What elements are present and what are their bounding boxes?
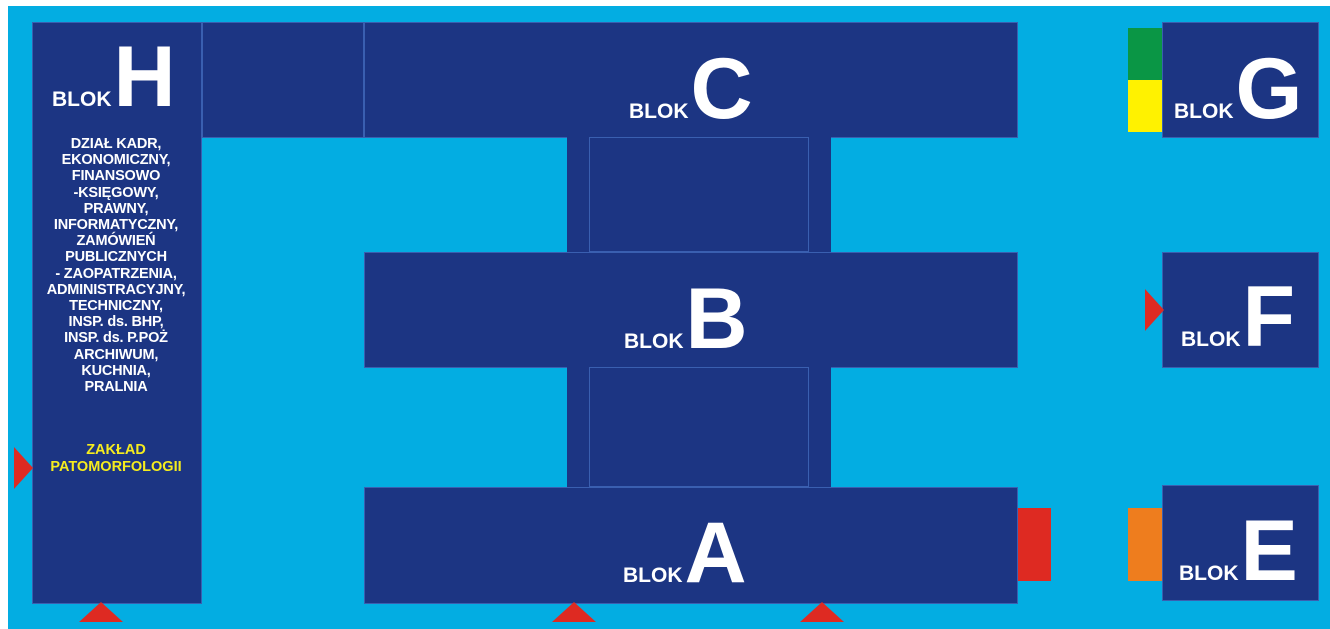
block-f-label: BLOK F: [1181, 269, 1296, 365]
entrance-arrow-bottom-h: [79, 602, 123, 622]
green-marker: [1128, 28, 1162, 80]
department-item: PUBLICZNYCH: [65, 249, 167, 266]
department-item: - ZAOPATRZENIA,: [55, 265, 177, 282]
entrance-arrow-block-h: [14, 447, 33, 489]
block-b[interactable]: [364, 252, 1018, 368]
block-a[interactable]: [364, 487, 1018, 604]
block-h-label: BLOK H: [52, 29, 176, 125]
connector-c-b-right: [809, 137, 831, 252]
block-e-label: BLOK E: [1179, 503, 1298, 599]
block-a-prefix: BLOK: [623, 564, 683, 587]
block-c-prefix: BLOK: [629, 100, 689, 123]
block-c-letter: C: [690, 41, 753, 137]
department-item: EKONOMICZNY,: [61, 152, 171, 169]
orange-marker: [1128, 508, 1162, 581]
courtyard-wing-b-a: [589, 367, 809, 487]
block-g[interactable]: [1162, 22, 1319, 138]
entrance-arrow-bottom-a-left: [552, 602, 596, 622]
block-g-label: BLOK G: [1174, 41, 1303, 137]
highlight-line: ZAKŁAD: [86, 442, 146, 458]
block-h-pathomorphology-label: ZAKŁAD PATOMORFOLOGII: [32, 442, 200, 476]
department-item: -KSIĘGOWY,: [73, 184, 159, 201]
department-item: TECHNICZNY,: [69, 298, 163, 315]
department-item: ARCHIWUM,: [73, 346, 159, 363]
block-h[interactable]: [32, 22, 202, 604]
department-item: ADMINISTRACYJNY,: [46, 281, 186, 298]
block-a-letter: A: [684, 505, 747, 601]
red-marker: [1018, 508, 1051, 581]
block-h-department-list: DZIAŁ KADR, EKONOMICZNY, FINANSOWO -KSIĘ…: [32, 136, 200, 395]
block-e-letter: E: [1240, 503, 1298, 599]
department-item: FINANSOWO: [71, 168, 161, 185]
block-e-prefix: BLOK: [1179, 562, 1239, 585]
department-item: ZAMÓWIEŃ: [76, 233, 156, 250]
block-f-letter: F: [1242, 269, 1296, 365]
connector-c-b-left: [567, 137, 589, 252]
department-item: KUCHNIA,: [81, 362, 151, 379]
block-a-label: BLOK A: [623, 505, 747, 601]
department-item: INSP. ds. P.POŻ: [64, 330, 168, 347]
block-b-label: BLOK B: [624, 271, 748, 367]
department-item: PRAWNY,: [83, 200, 149, 217]
block-c-label: BLOK C: [629, 41, 753, 137]
department-item: DZIAŁ KADR,: [70, 136, 162, 152]
department-item: INFORMATYCZNY,: [53, 217, 179, 234]
block-g-letter: G: [1235, 41, 1303, 137]
block-c-west-wing[interactable]: [202, 22, 364, 138]
block-f-prefix: BLOK: [1181, 328, 1241, 351]
block-e[interactable]: [1162, 485, 1319, 601]
connector-b-a-right: [809, 367, 831, 487]
block-b-prefix: BLOK: [624, 330, 684, 353]
department-item: INSP. ds. BHP,: [68, 314, 164, 331]
highlight-line: PATOMORFOLOGII: [50, 459, 182, 475]
connector-b-a-left: [567, 367, 589, 487]
courtyard-wing-c-b: [589, 137, 809, 252]
block-b-letter: B: [685, 271, 748, 367]
entrance-arrow-block-f: [1145, 289, 1164, 331]
department-item: PRALNIA: [84, 379, 148, 396]
yellow-marker: [1128, 80, 1162, 132]
block-h-letter: H: [113, 29, 176, 125]
block-h-prefix: BLOK: [52, 88, 112, 111]
block-g-prefix: BLOK: [1174, 100, 1234, 123]
entrance-arrow-bottom-a-right: [800, 602, 844, 622]
